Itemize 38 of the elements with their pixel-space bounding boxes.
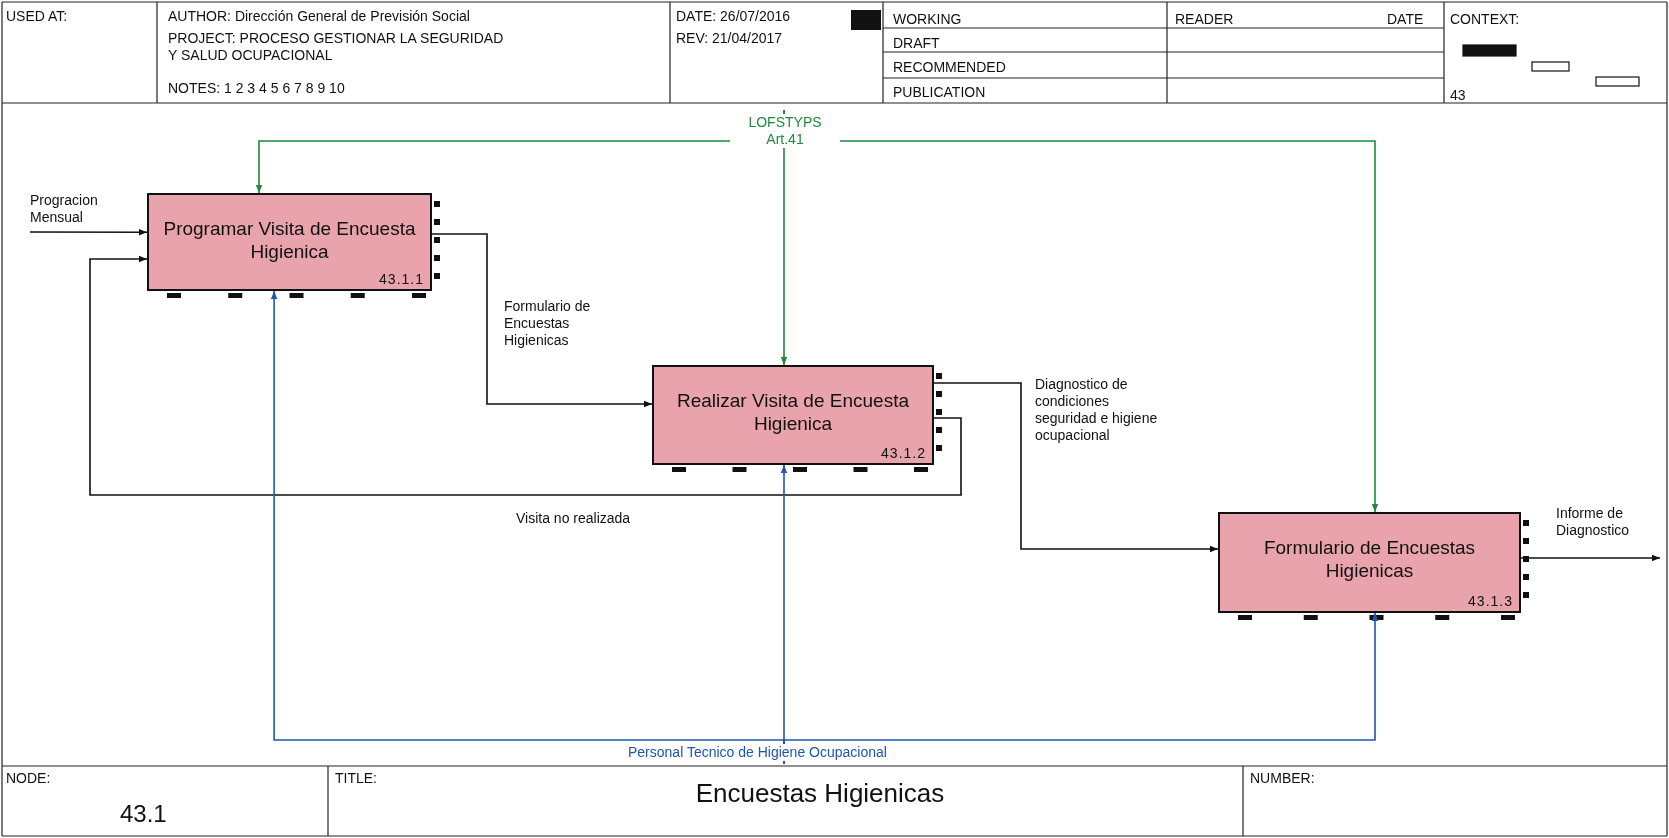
form-value: 43.1 [120,800,167,828]
form-field-text: DATE: 26/07/2016 [676,8,791,25]
form-field-text: NOTES: 1 2 3 4 5 6 7 8 9 10 [168,80,345,97]
arrow [783,109,1379,513]
form-field-text: USED AT: [6,8,68,25]
activity-box [147,193,432,291]
form-value: Encuestas Higienicas [694,778,946,808]
arrow [783,612,1379,765]
arrow [431,233,653,408]
edge-label: Personal Tecnico de Higiene Ocupacional [628,744,887,761]
activity-name: Formulario de Encuestas Higienicas [1262,536,1477,582]
form-field-text: NODE: [6,770,51,787]
activity-number: 43.1.1 [379,271,424,287]
arrow [29,229,148,236]
form-field-text: CONTEXT: [1450,11,1520,28]
arrow [933,382,1219,553]
form-field-text: DRAFT [893,35,940,52]
arrow [89,255,962,496]
edge-label: Diagnostico de condiciones seguridad e higiene ocupacional [1035,376,1160,444]
form-field-text: READER [1175,11,1234,28]
activity-name: Realizar Visita de Encuesta Higienica [676,389,910,435]
arrow [1520,554,1661,562]
form-field-text: NUMBER: [1250,770,1315,787]
form-value: 43 [1450,87,1466,104]
edge-label: LOFSTYPS Art.41 [730,114,840,148]
form-field-text: TITLE: [335,770,377,787]
activity-box [652,365,934,465]
form-field-text: REV: 21/04/2017 [676,30,783,47]
activity-number: 43.1.3 [1468,593,1513,609]
form-field-text: RECOMMENDED [893,59,1006,76]
form-field-text: WORKING [893,11,962,28]
activity-name: Programar Visita de Encuesta Higienica [162,217,417,263]
form-field-text: AUTHOR: Dirección General de Previsión Social [168,8,470,25]
activity-box [1218,512,1521,613]
activity-number: 43.1.2 [881,445,926,461]
form-field-text: PUBLICATION [893,84,986,101]
form-field-text: PROJECT: PROCESO GESTIONAR LA SEGURIDAD Y SALUD OCUPACIONAL [168,30,505,64]
form-field-text: DATE [1387,11,1424,28]
